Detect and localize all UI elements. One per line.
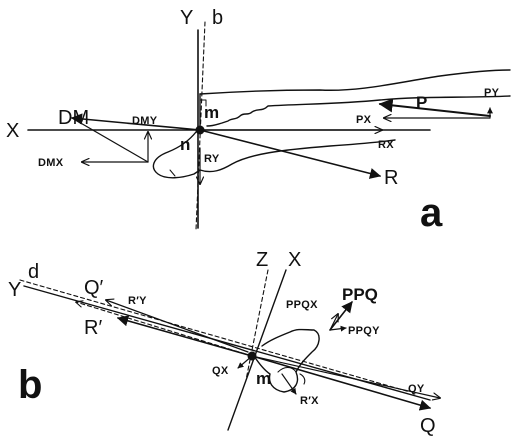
panel-a-corner-mark-lower — [169, 169, 176, 177]
panel-b-label-Q: Q — [420, 415, 436, 437]
panel-b-label-PPQY: PPQY — [348, 325, 380, 337]
panel-a-label-PX: PX — [356, 114, 372, 126]
panel-a-label-DMY: DMY — [132, 115, 158, 127]
panel-b-ppq-vector — [329, 301, 353, 331]
panel-b: d Y Q′ R′Y R′ Z X PPQ PPQX PPQY QX m R′X… — [8, 249, 440, 437]
panel-b-label-m: m — [256, 369, 271, 388]
panel-a-label-X: X — [6, 120, 19, 142]
panel-b-label-PPQ: PPQ — [342, 285, 378, 304]
panel-a-bone-outline — [152, 131, 396, 179]
panel-b-label-RprimeY: R′Y — [128, 295, 147, 307]
panel-b-label-Qprime: Q′ — [84, 277, 104, 299]
panel-a-corner-mark-upper — [199, 99, 207, 107]
panel-a-label-RY: RY — [204, 153, 220, 165]
panel-b-d-axis — [19, 279, 411, 393]
panel-b-label-Y: Y — [8, 279, 21, 301]
panel-a-panel-label: a — [420, 191, 443, 235]
panel-a: Y b X DM DMY DMX m n RY RX R P PX PY a — [6, 7, 511, 235]
panel-b-label-Z: Z — [256, 249, 268, 271]
panel-a-label-Y: Y — [180, 7, 193, 29]
panel-b-label-QY: QY — [408, 383, 425, 395]
panel-b-label-QX: QX — [212, 365, 229, 377]
panel-b-ppqx-component — [329, 314, 338, 331]
panel-a-label-DMX: DMX — [38, 157, 64, 169]
panel-b-z-axis — [245, 269, 269, 381]
panel-a-b-axis — [195, 21, 206, 231]
panel-a-label-DM: DM — [58, 107, 89, 129]
panel-b-label-Rprime: R′ — [84, 317, 102, 339]
panel-a-label-n: n — [180, 135, 190, 154]
panel-a-label-R: R — [384, 167, 398, 189]
panel-a-r-vector — [199, 129, 382, 179]
panel-a-finger-outline-lower — [206, 95, 511, 127]
panel-a-dm-line-extension — [71, 117, 149, 163]
panel-b-label-X: X — [288, 249, 301, 271]
panel-a-label-PY: PY — [484, 87, 500, 99]
panel-b-qprime-vector — [76, 302, 253, 357]
panel-b-q-vector — [251, 355, 432, 411]
panel-b-label-PPQX: PPQX — [286, 299, 318, 311]
panel-b-label-RprimeX: R′X — [300, 395, 319, 407]
panel-a-label-m: m — [204, 103, 219, 122]
panel-b-ppqy-component — [329, 325, 347, 332]
panel-a-label-b: b — [212, 7, 223, 29]
panel-b-x-axis — [227, 269, 287, 431]
panel-a-finger-outline-upper — [199, 69, 511, 95]
panel-a-p-vector — [378, 98, 491, 117]
panel-b-qy-component — [251, 355, 440, 398]
panel-a-label-RX: RX — [378, 139, 394, 151]
panel-a-dm-vector — [70, 113, 201, 131]
panel-b-bone-inner — [277, 366, 306, 385]
panel-b-rprimex-component — [281, 373, 297, 395]
panel-b-label-d: d — [28, 261, 39, 283]
panel-b-rprimey-component — [106, 300, 249, 353]
panel-a-label-P: P — [416, 93, 427, 112]
panel-b-bone-outline — [253, 328, 320, 393]
panel-b-qx-component — [237, 355, 253, 369]
panel-b-panel-label: b — [18, 363, 42, 407]
